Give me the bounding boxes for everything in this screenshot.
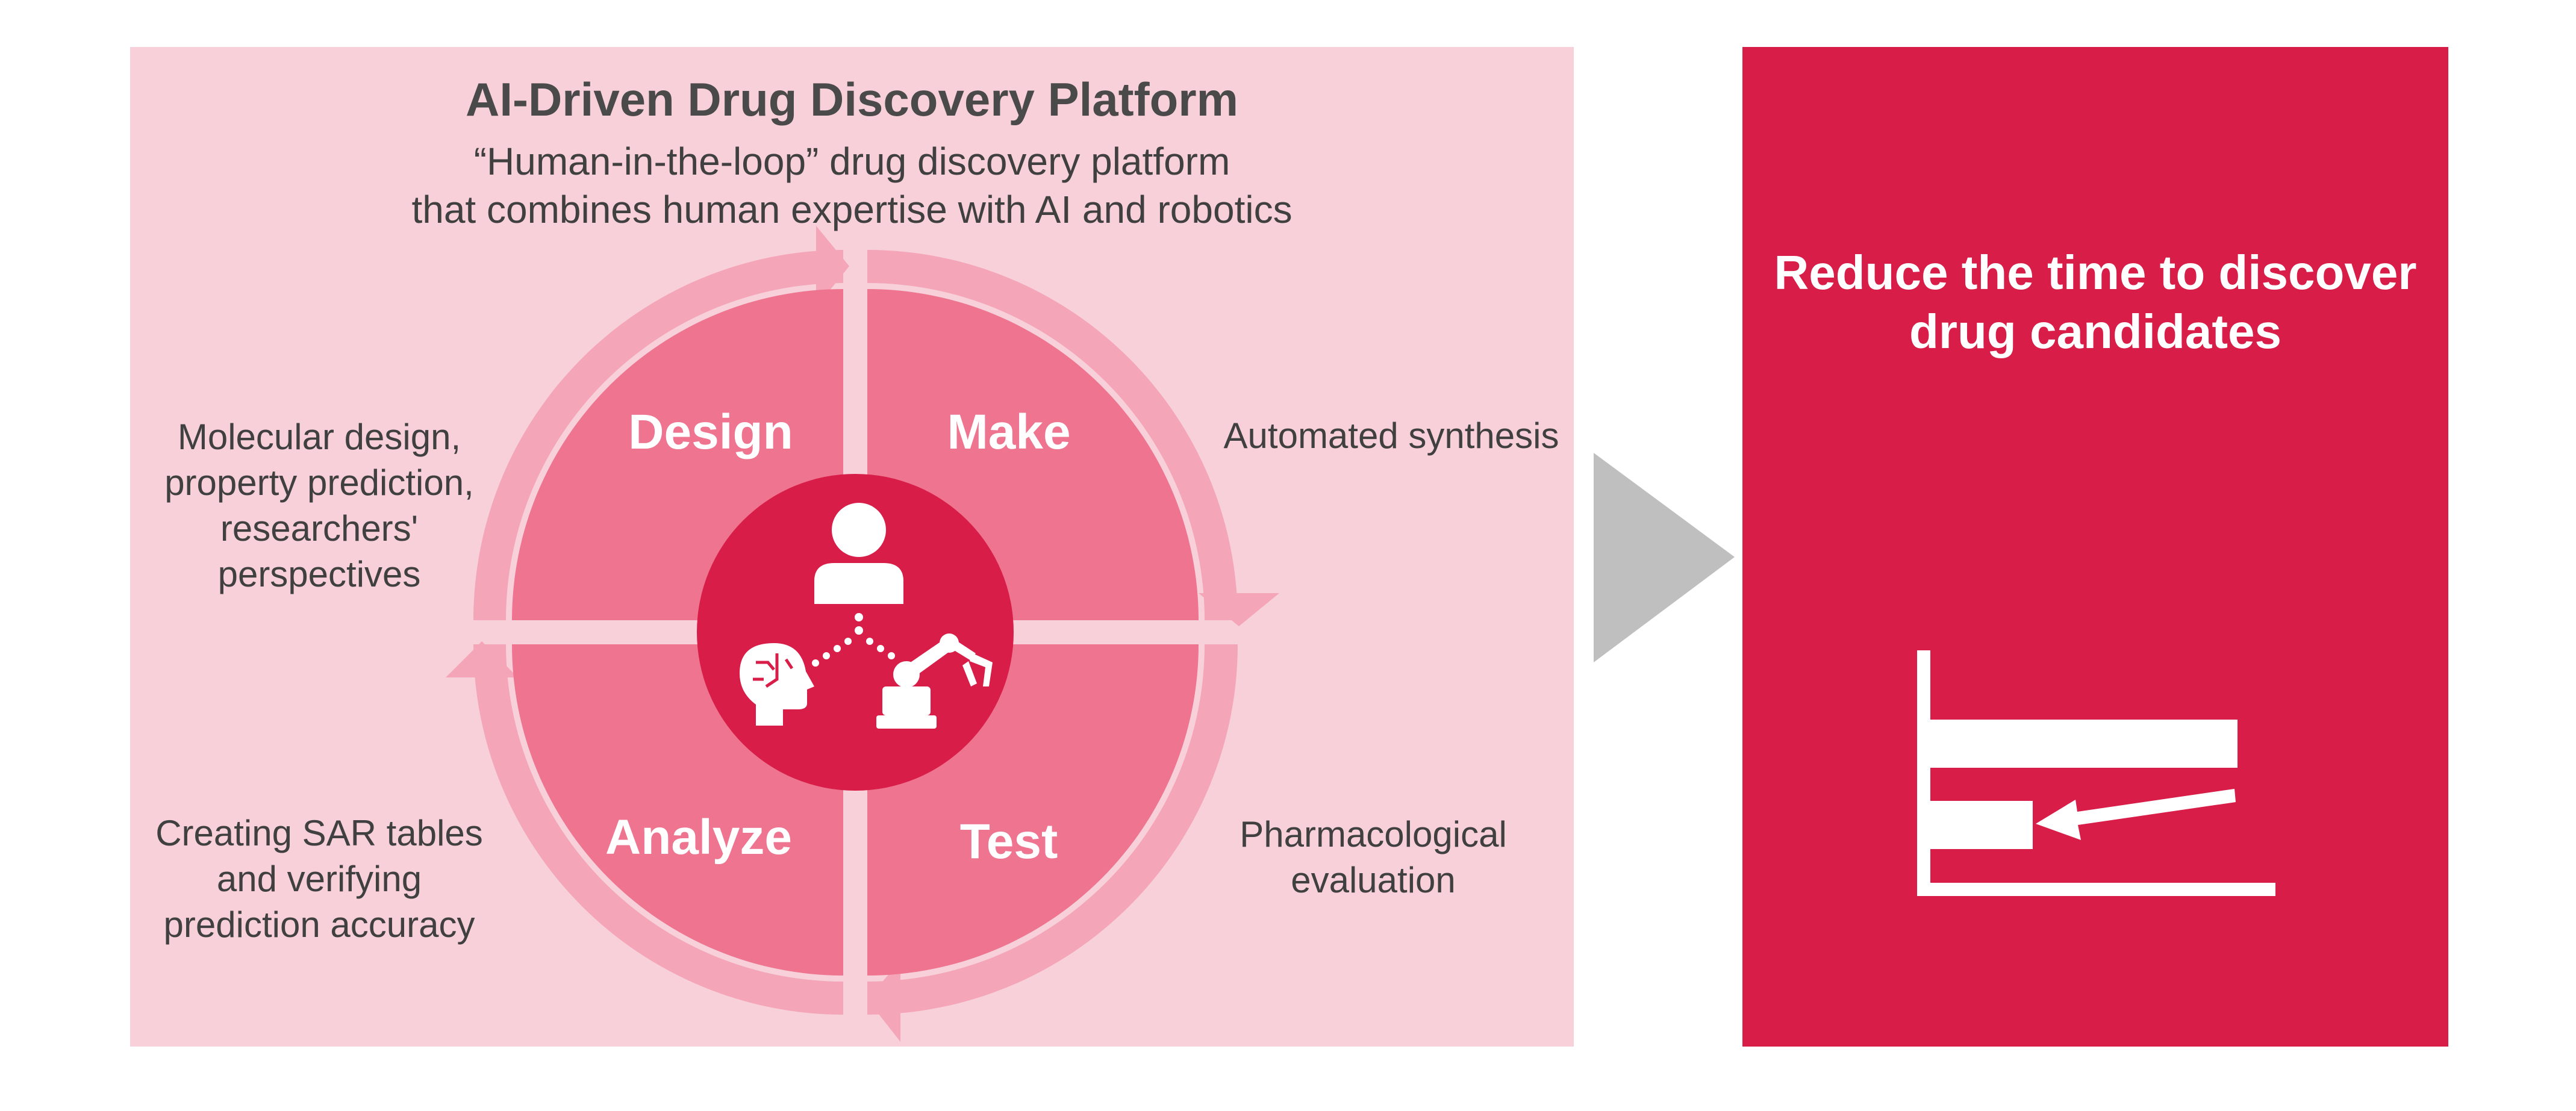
outcome-heading-line: drug candidates bbox=[1909, 305, 2281, 358]
ai-brain-icon bbox=[740, 643, 814, 726]
outcome-heading-line: Reduce the time to discover bbox=[1774, 246, 2417, 299]
ring-arc-make bbox=[867, 250, 1238, 620]
arrowhead-make-to-test bbox=[1199, 593, 1279, 626]
chart-y-axis bbox=[1917, 650, 1930, 895]
description-line: and verifying bbox=[216, 859, 422, 899]
description-line: Creating SAR tables bbox=[155, 813, 483, 853]
transition-arrow bbox=[1594, 453, 1735, 662]
outcome-heading: Reduce the time to discover drug candida… bbox=[1742, 243, 2448, 361]
make-description: Automated synthesis bbox=[1199, 413, 1584, 459]
description-line: Molecular design, bbox=[177, 417, 461, 457]
description-line: property prediction, bbox=[164, 462, 474, 503]
outcome-panel bbox=[1742, 47, 2448, 1047]
description-line: Automated synthesis bbox=[1223, 415, 1559, 456]
arrowhead-test-to-analyze bbox=[867, 960, 900, 1042]
description-line: Pharmacological bbox=[1240, 814, 1507, 854]
stage-label-design: Design bbox=[628, 405, 793, 459]
cycle-ring bbox=[446, 226, 1279, 1042]
ring-arc-analyze bbox=[473, 644, 843, 1015]
stage-label-test: Test bbox=[960, 814, 1058, 869]
analyze-description: Creating SAR tables and verifying predic… bbox=[126, 811, 512, 948]
arrowhead-design-to-make bbox=[816, 226, 849, 307]
stage-label-make: Make bbox=[947, 405, 1070, 459]
stage-label-analyze: Analyze bbox=[605, 810, 792, 865]
platform-title: AI-Driven Drug Discovery Platform bbox=[465, 73, 1238, 126]
ring-arc-design bbox=[473, 250, 843, 620]
subtitle-line: that combines human expertise with AI an… bbox=[411, 188, 1293, 231]
test-description: Pharmacological evaluation bbox=[1193, 812, 1554, 903]
person-icon bbox=[814, 503, 903, 604]
robot-arm-icon bbox=[876, 633, 993, 729]
connector-dots bbox=[812, 613, 895, 667]
chart-bar-long bbox=[1930, 720, 2238, 768]
time-reduction-bar-chart-icon bbox=[1917, 650, 2275, 896]
design-description: Molecular design, property prediction, r… bbox=[133, 414, 506, 597]
description-line: perspectives bbox=[217, 554, 421, 594]
chart-bar-short bbox=[1930, 801, 2033, 849]
description-line: prediction accuracy bbox=[163, 904, 475, 945]
arrowhead-analyze-to-design bbox=[446, 641, 518, 677]
description-line: researchers' bbox=[220, 508, 419, 549]
subtitle-line: “Human-in-the-loop” drug discovery platf… bbox=[473, 140, 1230, 183]
platform-subtitle: “Human-in-the-loop” drug discovery platf… bbox=[130, 137, 1574, 234]
ring-arc-test bbox=[867, 644, 1238, 1015]
chart-x-axis bbox=[1917, 883, 2275, 896]
reduction-arrow bbox=[2036, 789, 2236, 840]
description-line: evaluation bbox=[1291, 860, 1456, 900]
